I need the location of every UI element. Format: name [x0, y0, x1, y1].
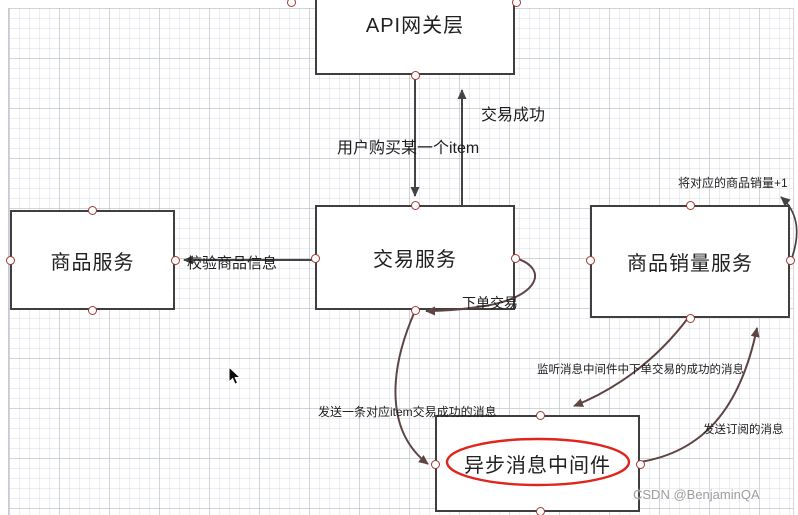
connection-point[interactable] [535, 506, 545, 515]
connection-point[interactable] [430, 459, 440, 469]
connection-point[interactable] [87, 305, 97, 315]
edge-label-user-buy-item[interactable]: 用户购买某一个item [337, 140, 480, 157]
connection-point[interactable] [410, 200, 420, 210]
node-product-service-label: 商品服务 [50, 251, 135, 274]
node-api-gateway-label: API网关层 [365, 15, 465, 37]
watermark: CSDN @BenjaminQA [633, 487, 760, 502]
connection-point[interactable] [635, 459, 645, 469]
connection-point[interactable] [785, 255, 795, 265]
node-product-sales-service[interactable]: 商品销量服务 [590, 205, 790, 318]
edge-label-validate-product[interactable]: 校验商品信息 [187, 255, 278, 272]
edge-label-trade-success[interactable]: 交易成功 [481, 107, 546, 124]
edge-label-send-item-success[interactable]: 发送一条对应item交易成功的消息 [318, 405, 497, 419]
edge-label-listen-order-success[interactable]: 监听消息中间件中下单交易的成功的消息 [537, 364, 744, 376]
connection-point[interactable] [535, 410, 545, 420]
node-async-mq-label: 异步消息中间件 [464, 455, 611, 477]
connection-point[interactable] [286, 0, 296, 7]
connection-point[interactable] [685, 200, 695, 210]
connection-point[interactable] [510, 253, 520, 263]
node-product-sales-service-label: 商品销量服务 [627, 253, 753, 275]
mouse-cursor-icon [228, 366, 242, 385]
connection-point[interactable] [511, 0, 521, 7]
node-product-service[interactable]: 商品服务 [10, 210, 175, 310]
connection-point[interactable] [310, 253, 320, 263]
connection-point[interactable] [410, 70, 420, 80]
edge-label-send-subscribed[interactable]: 发送订阅的消息 [703, 424, 784, 436]
node-api-gateway[interactable]: API网关层 [315, 0, 515, 75]
edge-label-place-order[interactable]: 下单交易 [462, 295, 518, 311]
connection-point[interactable] [685, 313, 695, 323]
connection-point[interactable] [5, 255, 15, 265]
node-async-mq[interactable]: 异步消息中间件 [435, 415, 640, 512]
edge-label-sales-plus-one[interactable]: 将对应的商品销量+1 [678, 176, 788, 190]
connection-point[interactable] [585, 255, 595, 265]
node-trade-service-label: 交易服务 [373, 249, 457, 271]
connection-point[interactable] [87, 205, 97, 215]
connection-point[interactable] [170, 255, 180, 265]
connection-point[interactable] [410, 305, 420, 315]
